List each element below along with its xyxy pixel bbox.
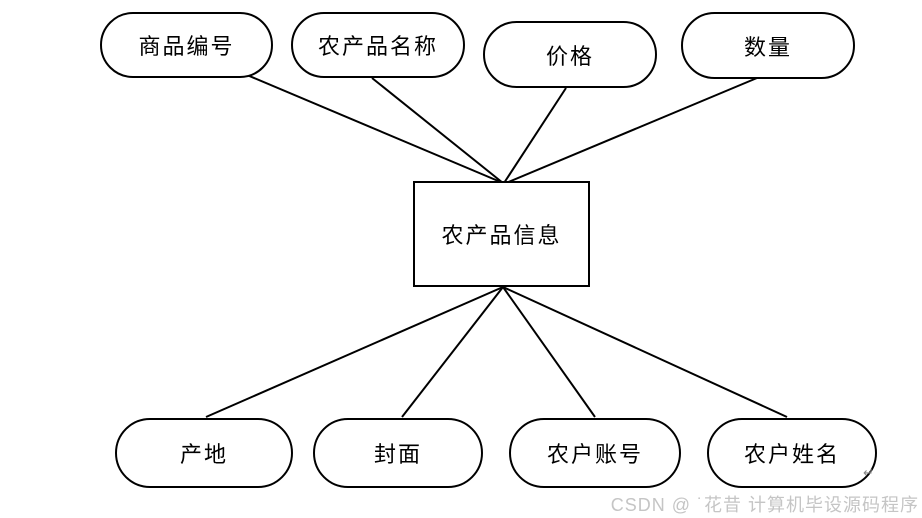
- connector-line-farmer-name: [502, 286, 788, 418]
- attribute-label: 数量: [743, 35, 792, 61]
- connector-line-cover: [401, 286, 504, 418]
- connector-line-farmer-account: [502, 286, 596, 418]
- attribute-label: 价格: [545, 44, 594, 70]
- connector-line-quantity: [505, 77, 758, 184]
- attribute-label: 农户姓名: [743, 443, 840, 468]
- attribute-label: 封面: [373, 443, 422, 468]
- attribute-label: 产地: [179, 443, 228, 468]
- attribute-label: 商品编号: [138, 35, 235, 60]
- paragraph-return-mark: ↵: [863, 466, 874, 481]
- connector-line-price: [503, 87, 567, 184]
- attribute-label: 农户账号: [546, 443, 643, 468]
- attribute-ellipse-farmer-name: 农户姓名: [707, 418, 877, 488]
- attribute-ellipse-origin: 产地: [115, 418, 293, 488]
- attribute-ellipse-price: 价格: [483, 21, 657, 88]
- attribute-ellipse-farmer-account: 农户账号: [509, 418, 681, 488]
- connector-line-origin: [205, 286, 504, 418]
- entity-rectangle-product-info: 农产品信息: [413, 181, 590, 287]
- attribute-ellipse-quantity: 数量: [681, 12, 855, 79]
- attribute-ellipse-cover: 封面: [313, 418, 483, 488]
- connector-line-product-id: [246, 74, 504, 184]
- csdn-watermark: CSDN @ ˙花昔 计算机毕设源码程序: [610, 495, 919, 515]
- attribute-ellipse-product-name: 农产品名称: [291, 12, 465, 78]
- attribute-ellipse-product-id: 商品编号: [100, 12, 273, 78]
- entity-label: 农产品信息: [441, 224, 562, 249]
- connector-line-product-name: [371, 77, 504, 184]
- attribute-label: 农产品名称: [317, 35, 438, 60]
